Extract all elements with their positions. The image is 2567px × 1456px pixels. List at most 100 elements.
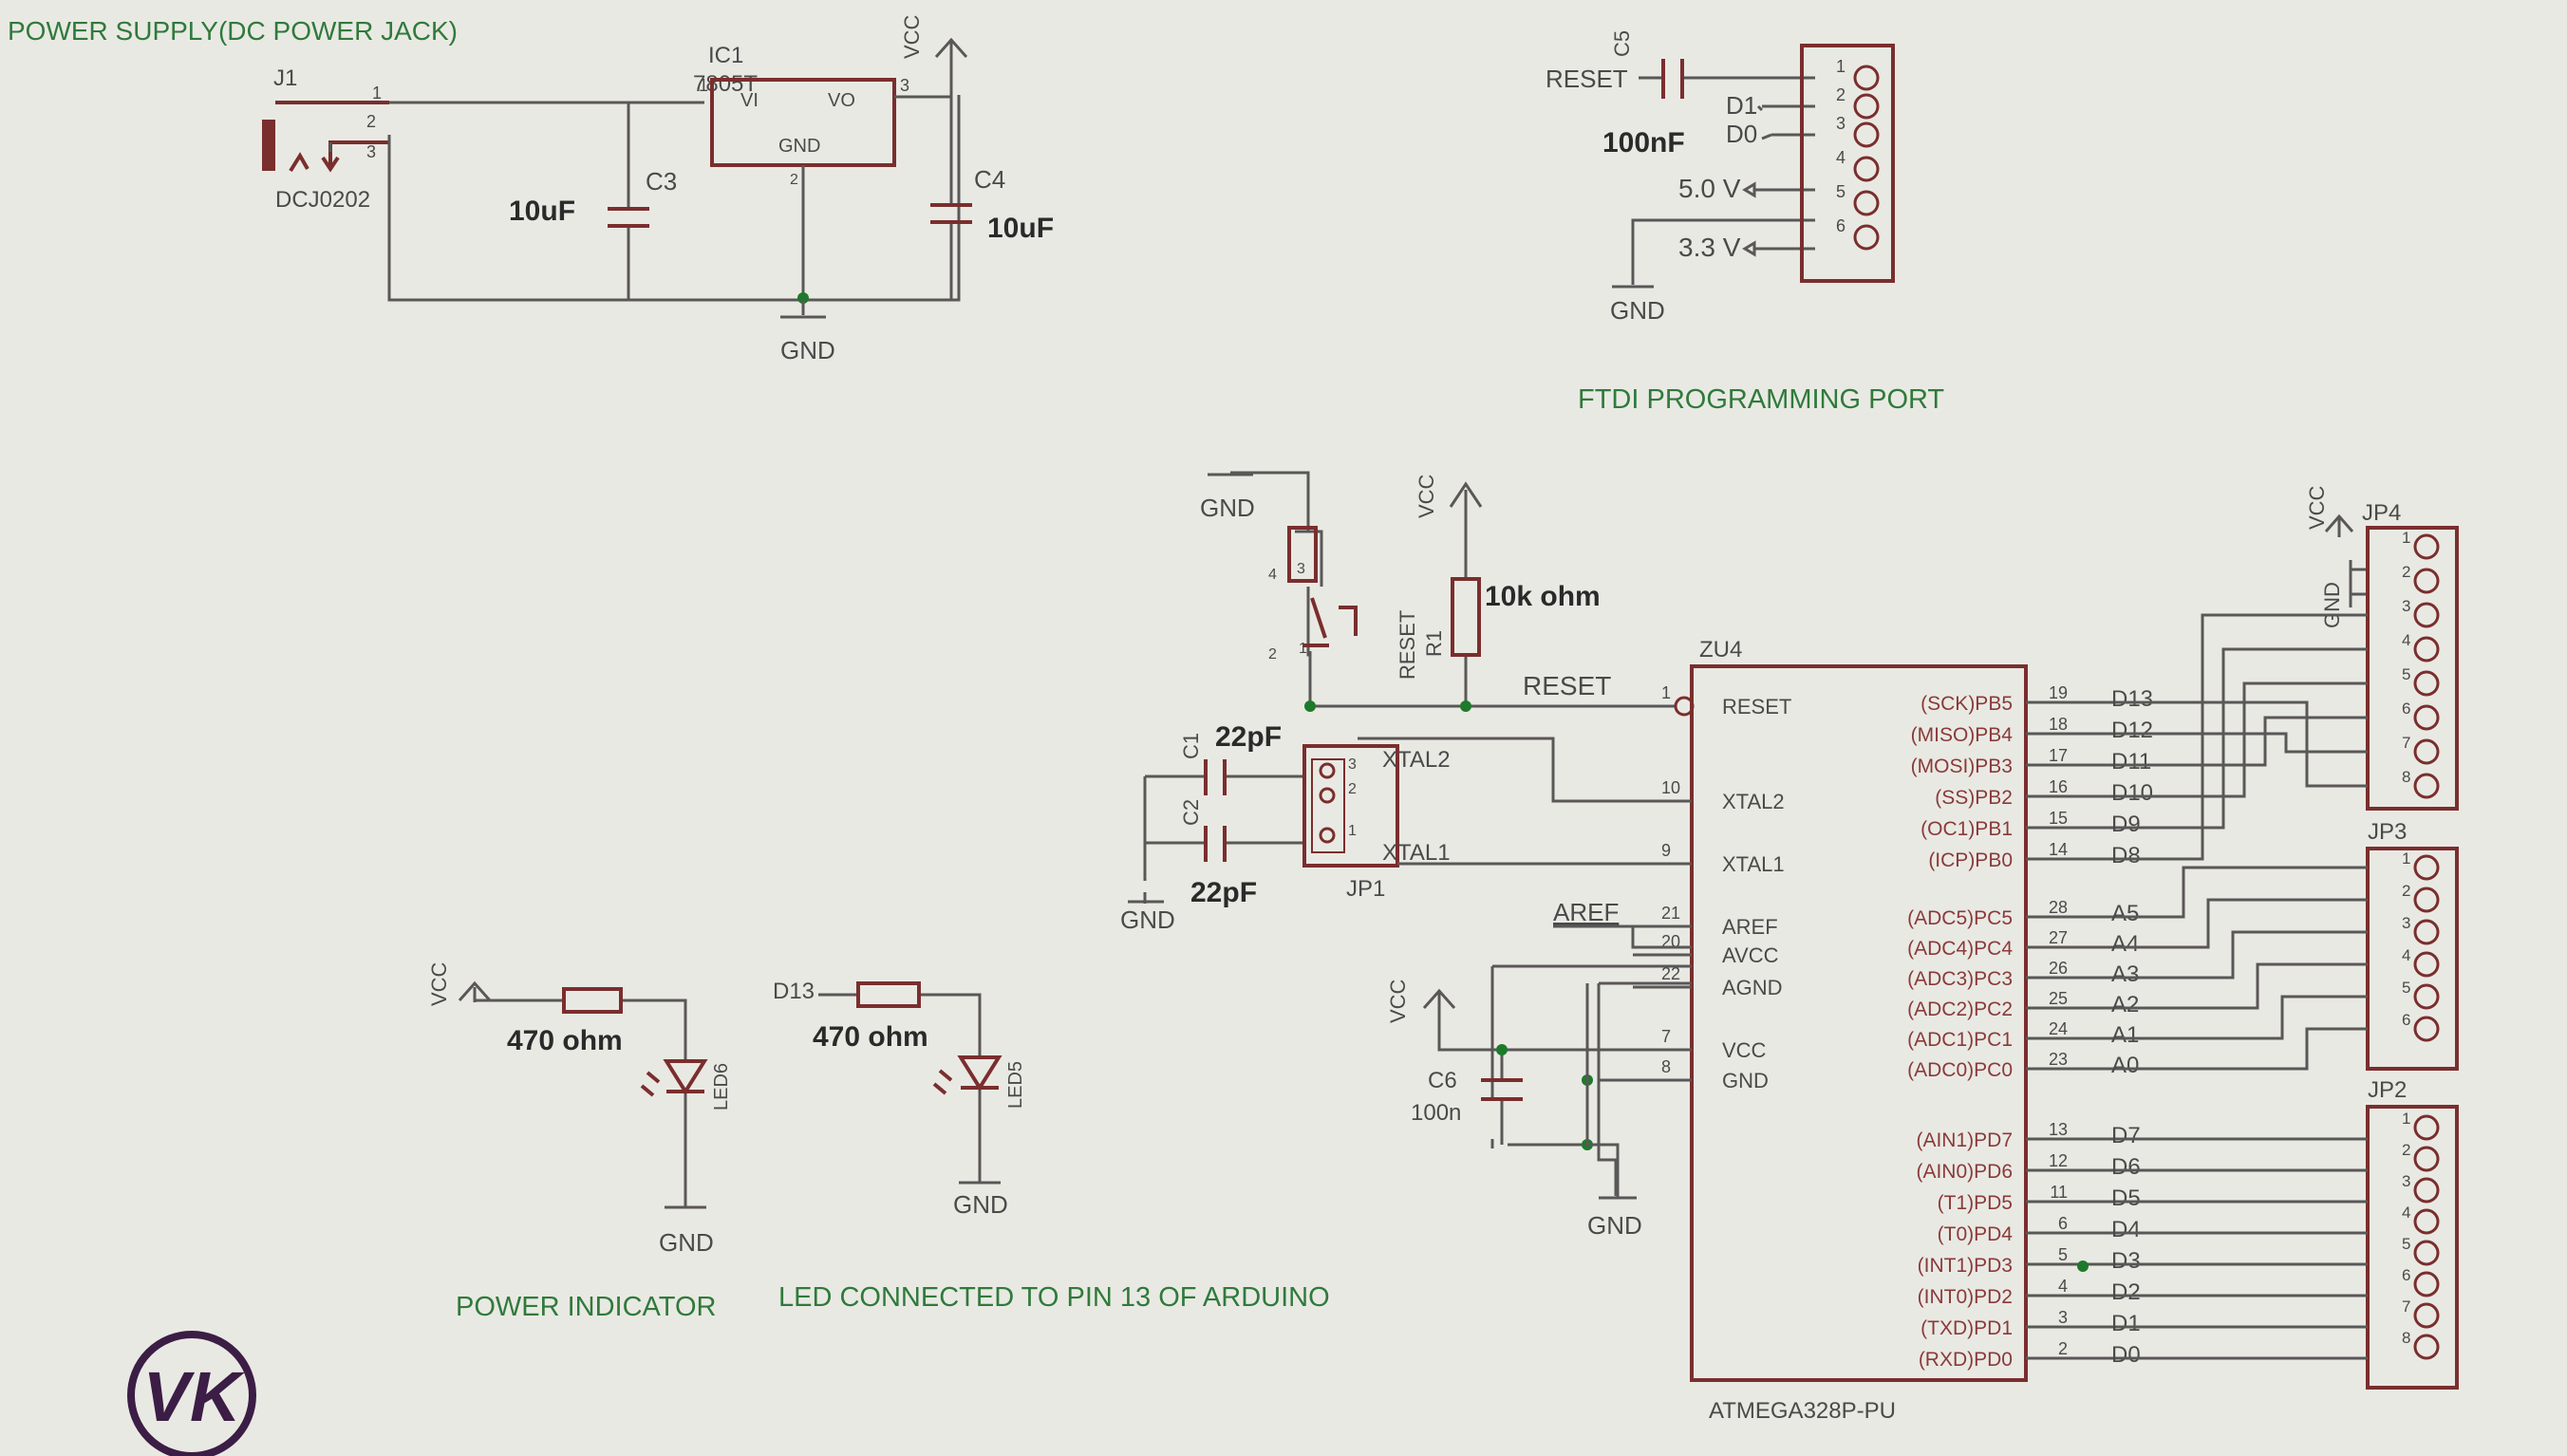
bus-wire xyxy=(2117,716,2368,767)
mcu-pin-name: (T0)PD4 xyxy=(1938,1223,2014,1245)
led6-vcc: VCC xyxy=(427,961,451,1006)
j1-pin-1: 1 xyxy=(372,84,382,103)
mcu-pin-name: (SS)PB2 xyxy=(1935,787,2013,809)
jack-pin-wires xyxy=(328,135,391,167)
jp4-body xyxy=(2366,526,2459,811)
ftdi-pin-number: 6 xyxy=(1836,216,1846,235)
header-pin-number: 3 xyxy=(2402,1172,2410,1190)
header-pin-circle xyxy=(2413,1271,2440,1297)
mcu-pin-number: 27 xyxy=(2049,928,2068,947)
header-pin-circle xyxy=(2413,1302,2440,1329)
jack-barrel xyxy=(262,120,275,171)
ic1-pin-gnd: 2 xyxy=(790,172,798,188)
c3-value: 10uF xyxy=(509,196,575,227)
mcu-pin-number: 12 xyxy=(2049,1151,2068,1170)
r-13-body xyxy=(856,981,921,1008)
jp4-supply-wires xyxy=(2324,513,2368,607)
mcu-net-label: A0 xyxy=(2111,1053,2139,1078)
ftdi-pin-circle xyxy=(1853,224,1880,251)
mcu-net-label: D6 xyxy=(2111,1154,2141,1180)
logo-ring xyxy=(127,1331,256,1456)
vcc-symbol-regulator: VCC xyxy=(900,14,968,97)
jp1-pin-2: 2 xyxy=(1348,781,1357,797)
header-pin-circle xyxy=(2413,670,2440,697)
ftdi-pin-number: 1 xyxy=(1836,57,1846,76)
jp1-pin-circle xyxy=(1319,762,1336,779)
c5-value: 100nF xyxy=(1602,127,1685,159)
ftdi-gnd: GND xyxy=(1610,296,1665,325)
c2-ref: C2 xyxy=(1179,799,1203,826)
mcu-pin-number: 23 xyxy=(2049,1050,2068,1069)
logo-text: VK xyxy=(143,1357,245,1436)
c4-ref: C4 xyxy=(974,165,1005,194)
ftdi-pin-circle xyxy=(1853,156,1880,182)
ftdi-header-body xyxy=(1800,44,1895,283)
bus-wire xyxy=(2117,700,2368,788)
header-pin-number: 6 xyxy=(2402,1011,2410,1029)
jp4-gnd: GND xyxy=(2320,582,2344,628)
mcu-pin-name: (AIN1)PD7 xyxy=(1916,1129,2013,1151)
crystal-cap-wires xyxy=(1143,775,1304,904)
mcu-pin-number: 9 xyxy=(1661,841,1671,860)
xtal1-net: XTAL1 xyxy=(1382,840,1451,866)
ic1-part: 7805T xyxy=(693,71,758,97)
reset-switch: GND 4 3 1 2 RESET xyxy=(1200,471,1419,706)
mcu-pin-name: (T1)PD5 xyxy=(1938,1192,2013,1214)
bus-wire xyxy=(2117,1027,2368,1071)
power-indicator-title: POWER INDICATOR xyxy=(456,1292,716,1322)
header-pin-number: 1 xyxy=(2402,849,2410,868)
header-pin-number: 8 xyxy=(2402,768,2410,786)
gnd-symbol-power: GND xyxy=(780,292,835,364)
j1-part: DCJ0202 xyxy=(275,187,370,213)
mcu-net-label: A2 xyxy=(2111,992,2139,1017)
vk-logo: VK xyxy=(127,1331,256,1456)
ic1-vo: VO xyxy=(828,90,855,111)
header-pin-circle xyxy=(2413,951,2440,978)
led5-ref: LED5 xyxy=(1005,1061,1026,1109)
reset-gnd: GND xyxy=(1200,494,1255,522)
mcu-pin-name: (RXD)PD0 xyxy=(1919,1349,2013,1371)
header-pin-circle xyxy=(2413,773,2440,799)
r1-vcc: VCC xyxy=(1415,474,1438,518)
ftdi-d1-net: D1 xyxy=(1726,91,1757,120)
jack-contacts xyxy=(275,101,389,173)
header-pin-circle xyxy=(2413,1146,2440,1172)
bus-wire xyxy=(2117,866,2368,919)
led6-wires xyxy=(458,980,687,1207)
ic1-vi: VI xyxy=(740,90,759,111)
ic1-gnd: GND xyxy=(778,136,820,157)
jp4-ref: JP4 xyxy=(2362,500,2401,526)
c1-ref: C1 xyxy=(1179,733,1203,759)
mcu-net-label: D2 xyxy=(2111,1279,2141,1305)
switch-ref: RESET xyxy=(1396,610,1419,680)
sw-pin-2: 2 xyxy=(1268,646,1277,663)
c1-c2-plates xyxy=(1204,759,1227,862)
mcu-net-label: D4 xyxy=(2111,1217,2141,1242)
r-13-value: 470 ohm xyxy=(813,1021,928,1053)
r1-vcc-arrow-icon xyxy=(1449,481,1483,508)
mcu-left-pins: 1RESET10XTAL29XTAL121AREF20AVCC22AGND7VC… xyxy=(1633,683,1791,1092)
mcu-net-label: D10 xyxy=(2111,780,2153,806)
d13-net: D13 xyxy=(773,979,815,1004)
capacitor-c4: C4 10uF xyxy=(930,97,1054,300)
mcu-net-label: D5 xyxy=(2111,1185,2141,1211)
header-pin-circle xyxy=(2413,636,2440,663)
mcu-pin-name: RESET xyxy=(1722,695,1791,719)
header-pin-number: 8 xyxy=(2402,1329,2410,1347)
header-pin-circle xyxy=(2413,602,2440,628)
mcu-pin-name: (INT0)PD2 xyxy=(1918,1286,2013,1308)
header-pin-number: 5 xyxy=(2402,665,2410,683)
ic1-pin-in: 1 xyxy=(699,76,708,95)
r1-ref: R1 xyxy=(1422,630,1446,657)
ftdi-d0-net: D0 xyxy=(1726,120,1757,148)
vcc-arrow-icon xyxy=(934,37,968,97)
ic1-pin-out: 3 xyxy=(900,76,909,95)
c6-value: 100n xyxy=(1411,1100,1461,1126)
ftdi-pin-number: 2 xyxy=(1836,85,1846,104)
header-pin-circle xyxy=(2413,1177,2440,1204)
mcu-pin-name: (INT1)PD3 xyxy=(1918,1255,2013,1277)
c2-value: 22pF xyxy=(1190,877,1257,908)
ftdi-pin-number: 5 xyxy=(1836,182,1846,201)
